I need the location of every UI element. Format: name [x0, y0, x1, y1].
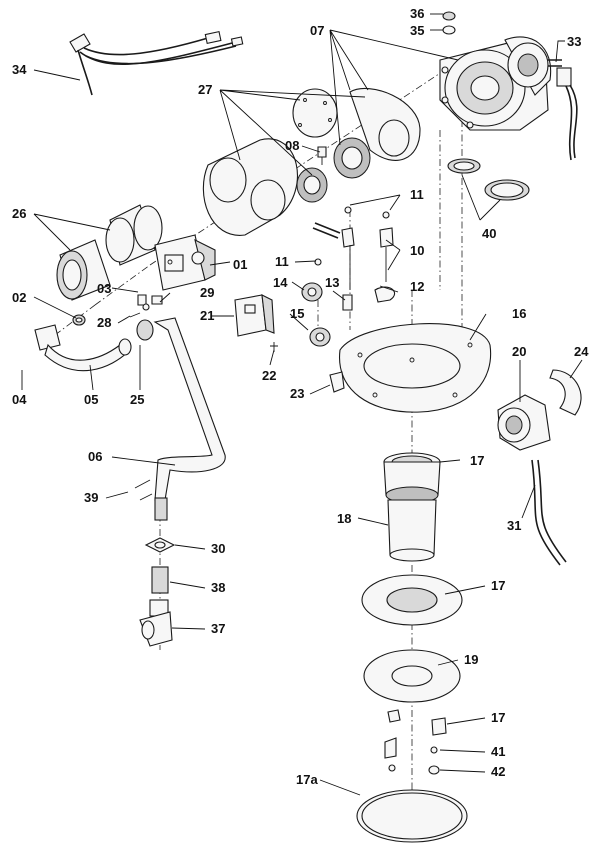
callout-28: 28 [97, 315, 111, 330]
callout-13: 13 [325, 275, 339, 290]
callout-11-lower: 11 [275, 254, 289, 269]
callout-17-top: 17 [470, 453, 484, 468]
blower-gaskets [447, 158, 530, 201]
callout-26: 26 [12, 206, 26, 221]
callout-24: 24 [574, 344, 589, 359]
gas-pipe [34, 317, 226, 521]
callout-08: 08 [285, 138, 299, 153]
callout-07: 07 [310, 23, 324, 38]
ignition-transformer [234, 294, 278, 352]
callout-20: 20 [512, 344, 526, 359]
callout-39: 39 [84, 490, 98, 505]
leader-lines [21, 13, 583, 796]
callout-37: 37 [211, 621, 225, 636]
callout-05: 05 [84, 392, 98, 407]
callout-22: 22 [262, 368, 276, 383]
callout-23: 23 [290, 386, 304, 401]
callout-17-ring: 17 [491, 578, 505, 593]
callout-16: 16 [512, 306, 526, 321]
callout-17-bracket: 17 [491, 710, 505, 725]
callout-35: 35 [410, 23, 424, 38]
callout-29: 29 [200, 285, 214, 300]
callout-14: 14 [273, 275, 288, 290]
callout-40: 40 [482, 226, 496, 241]
callout-34: 34 [12, 62, 27, 77]
air-intake-cylinders [56, 204, 163, 301]
ignition-electrodes [312, 206, 394, 290]
callout-01: 01 [233, 257, 247, 272]
callout-38: 38 [211, 580, 225, 595]
callout-18: 18 [337, 511, 351, 526]
nut-and-washer [442, 11, 456, 35]
bracket-parts [384, 709, 447, 775]
air-pressure-switch [497, 369, 582, 451]
callout-31: 31 [507, 518, 521, 533]
pressure-hose [531, 459, 567, 566]
air-plates [202, 87, 421, 236]
blower-connector [548, 59, 578, 161]
burner-tube [383, 452, 441, 562]
callout-30: 30 [211, 541, 225, 556]
callout-10: 10 [410, 243, 424, 258]
mounting-plate [339, 323, 492, 413]
callout-27: 27 [198, 82, 212, 97]
callout-25: 25 [130, 392, 144, 407]
seal-ring-17a [356, 789, 468, 843]
screw-08 [317, 146, 327, 165]
burner-ring-17 [361, 574, 463, 626]
callout-36: 36 [410, 6, 424, 21]
callout-33: 33 [567, 34, 581, 49]
callout-12: 12 [410, 279, 424, 294]
bushings [301, 282, 396, 347]
gas-fittings [139, 537, 176, 647]
callout-04: 04 [12, 392, 27, 407]
callout-03: 03 [97, 281, 111, 296]
part-23 [329, 371, 345, 393]
callout-41: 41 [491, 744, 505, 759]
callout-19: 19 [464, 652, 478, 667]
gas-valve [154, 234, 216, 291]
callout-11-upper: 11 [410, 187, 424, 202]
callout-02: 02 [12, 290, 26, 305]
blower-housing [439, 36, 552, 131]
callout-15: 15 [290, 306, 304, 321]
callout-06: 06 [88, 449, 102, 464]
callout-42: 42 [491, 764, 505, 779]
callout-21: 21 [200, 308, 214, 323]
flame-disk-19 [363, 649, 461, 703]
wire-harness [69, 30, 244, 96]
callout-labels: 36 35 07 33 34 27 08 11 26 40 10 01 11 0… [12, 6, 589, 787]
screw-39 [134, 479, 153, 501]
callout-17a: 17a [296, 772, 318, 787]
